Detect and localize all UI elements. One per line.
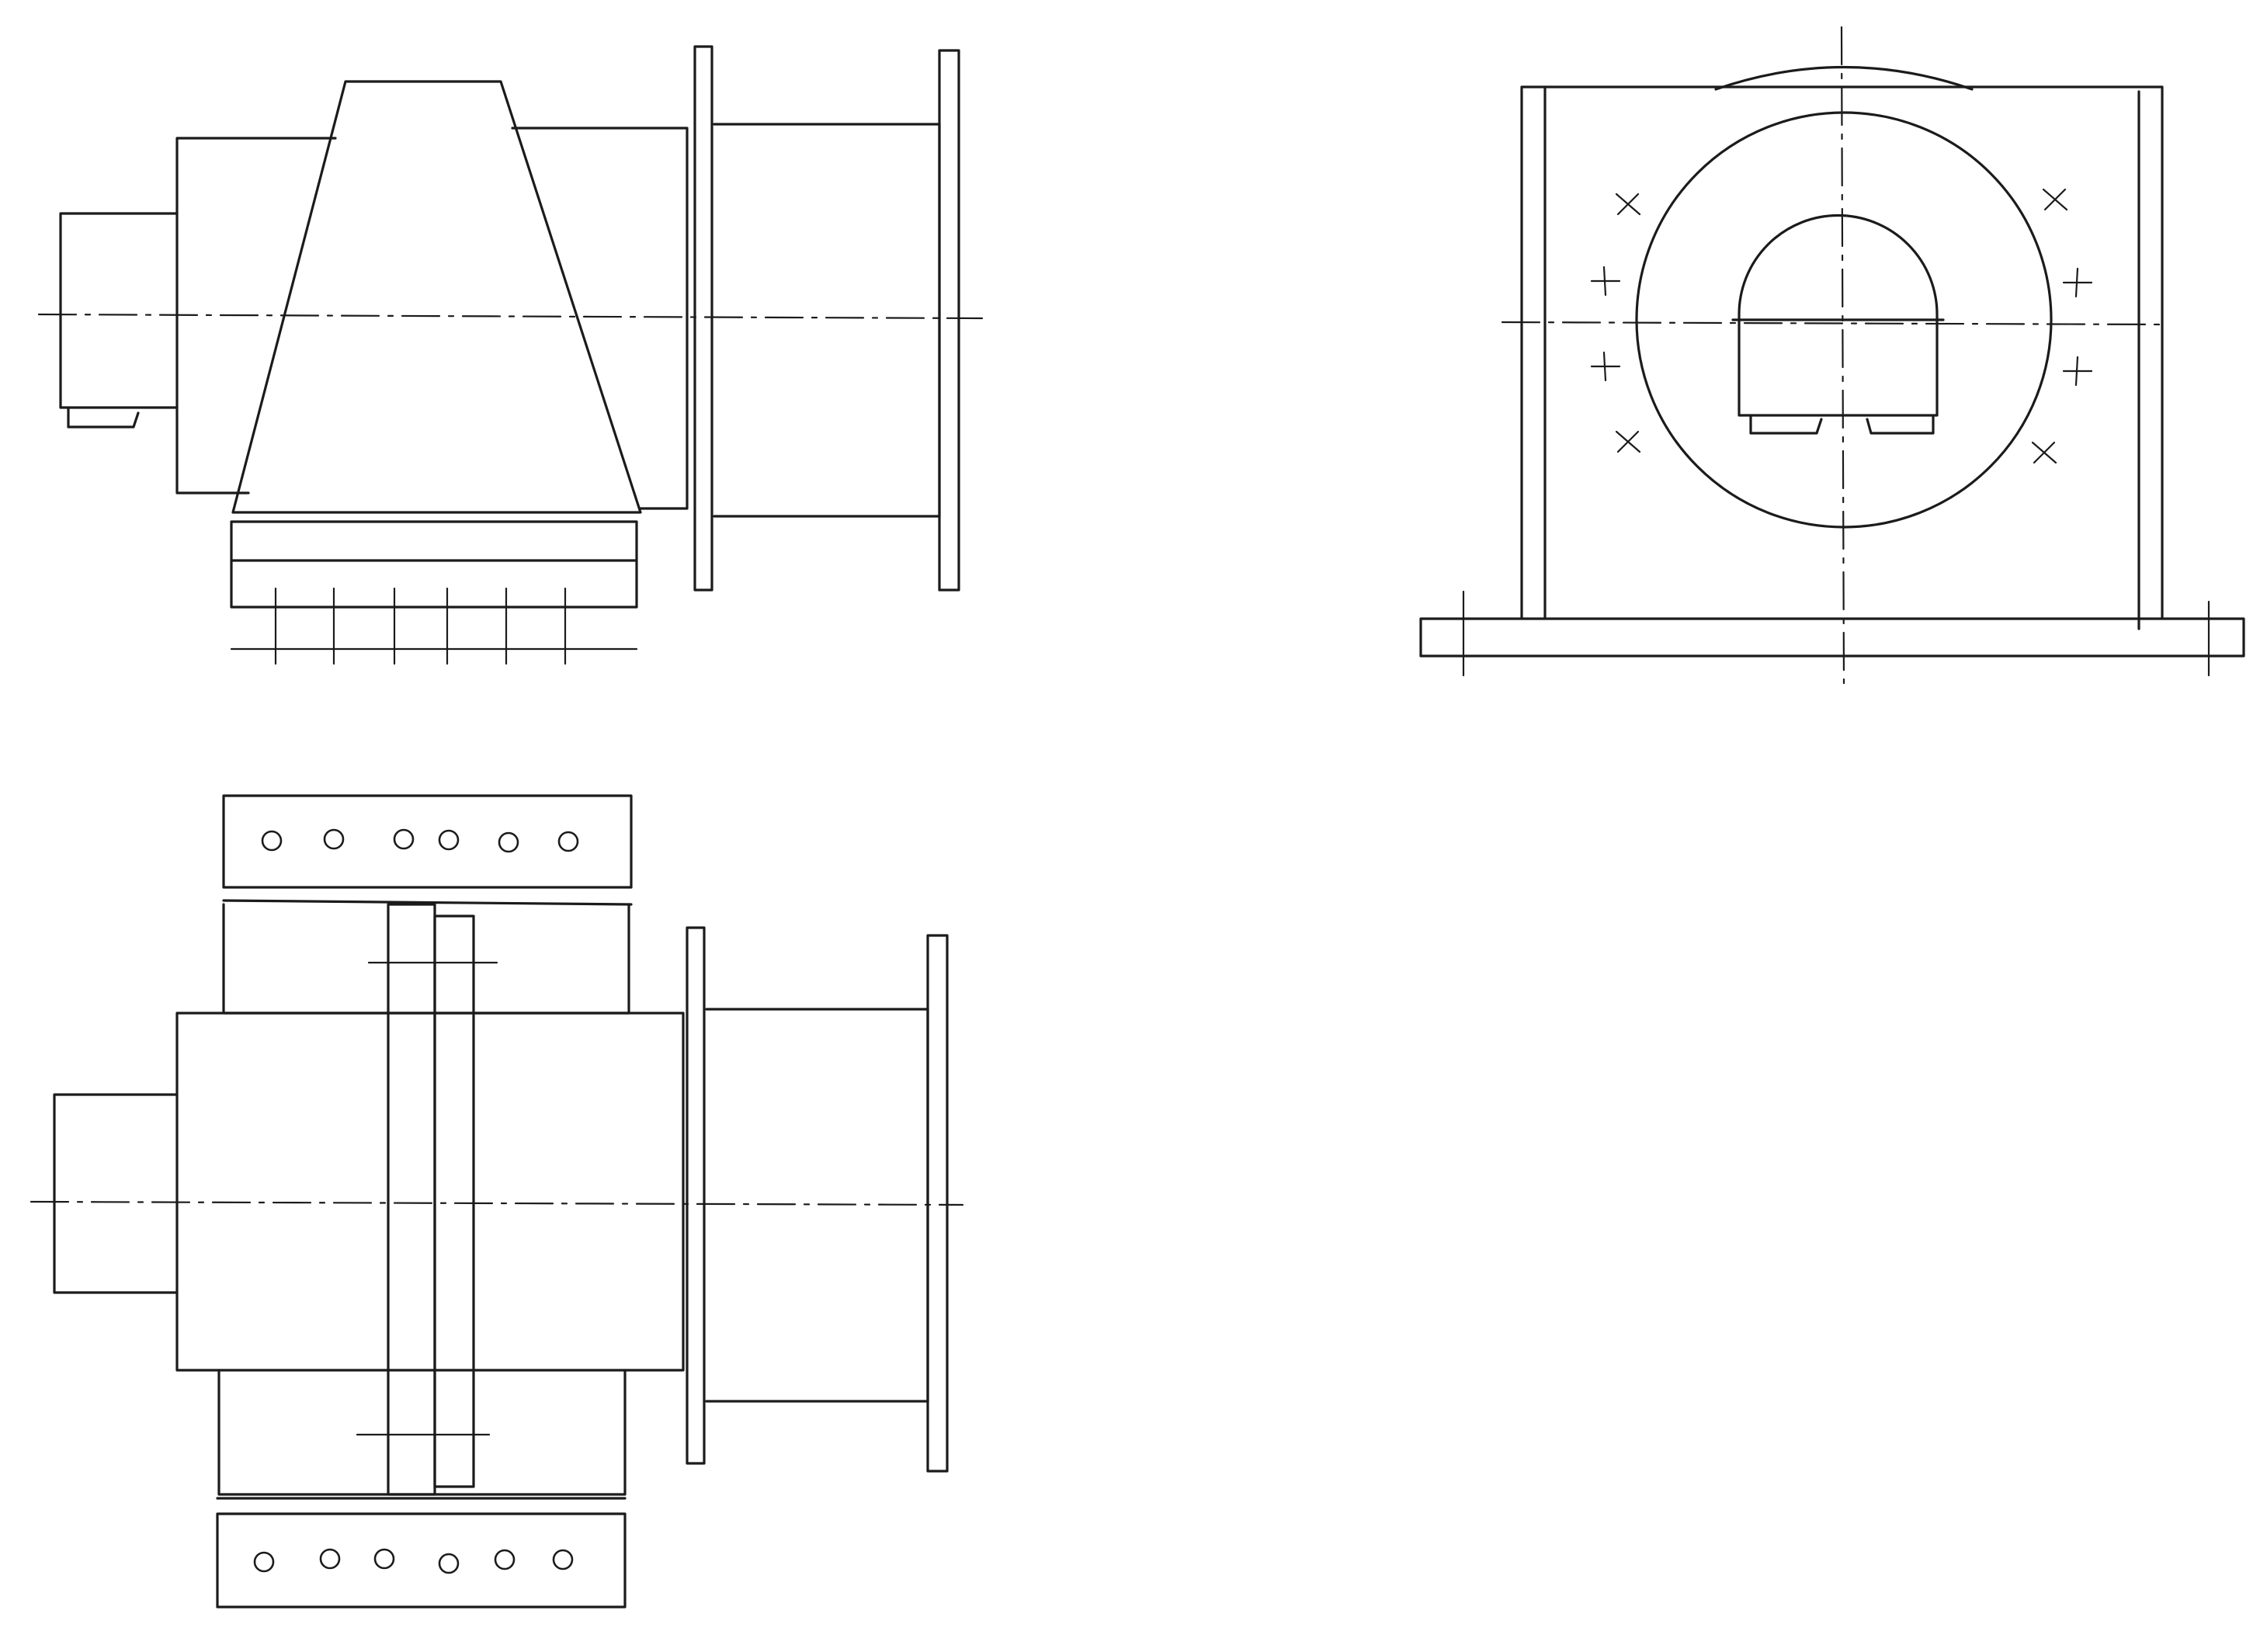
top-shaft-stub (53, 1093, 179, 1294)
top-upper-holes (261, 828, 579, 853)
top-outer-flange (926, 934, 949, 1473)
front-outer-flange (938, 49, 960, 592)
front-shaft-stub (59, 212, 179, 409)
side-bolt-marks-right (2031, 188, 2093, 464)
top-upper-housing-block (222, 903, 630, 1015)
side-base-plate (1419, 617, 2245, 658)
top-center-rib (387, 903, 436, 1496)
front-shaft-key (67, 406, 140, 429)
top-lower-holes (253, 1548, 574, 1574)
side-view (1419, 26, 2245, 685)
front-drum-neck (511, 127, 689, 510)
side-bolt-marks-left (1590, 193, 1641, 453)
top-centerline (30, 1200, 964, 1206)
side-bearing-arch (1738, 213, 1939, 417)
front-view (37, 45, 984, 665)
side-horizontal-centerline (1501, 321, 2168, 326)
top-inner-flange (686, 926, 706, 1465)
side-foot-right (1866, 414, 1935, 435)
top-center-plate (433, 914, 475, 1488)
front-housing-base-block (230, 520, 638, 609)
front-base-bolts (230, 587, 638, 665)
top-view (30, 794, 964, 1609)
top-lower-housing-block (217, 1369, 627, 1496)
top-hub-body (175, 1012, 685, 1372)
front-centerline (37, 313, 984, 320)
top-lower-flange-strip (216, 1512, 627, 1609)
side-vertical-centerline (1840, 26, 1845, 685)
side-top-arc (1714, 65, 1974, 91)
top-upper-flange-seam (222, 899, 633, 906)
side-foot-left (1749, 414, 1823, 435)
front-tapered-housing (231, 80, 642, 514)
top-upper-flange-strip (222, 794, 633, 889)
front-inner-flange (693, 45, 713, 592)
front-outer-drum (713, 123, 941, 518)
